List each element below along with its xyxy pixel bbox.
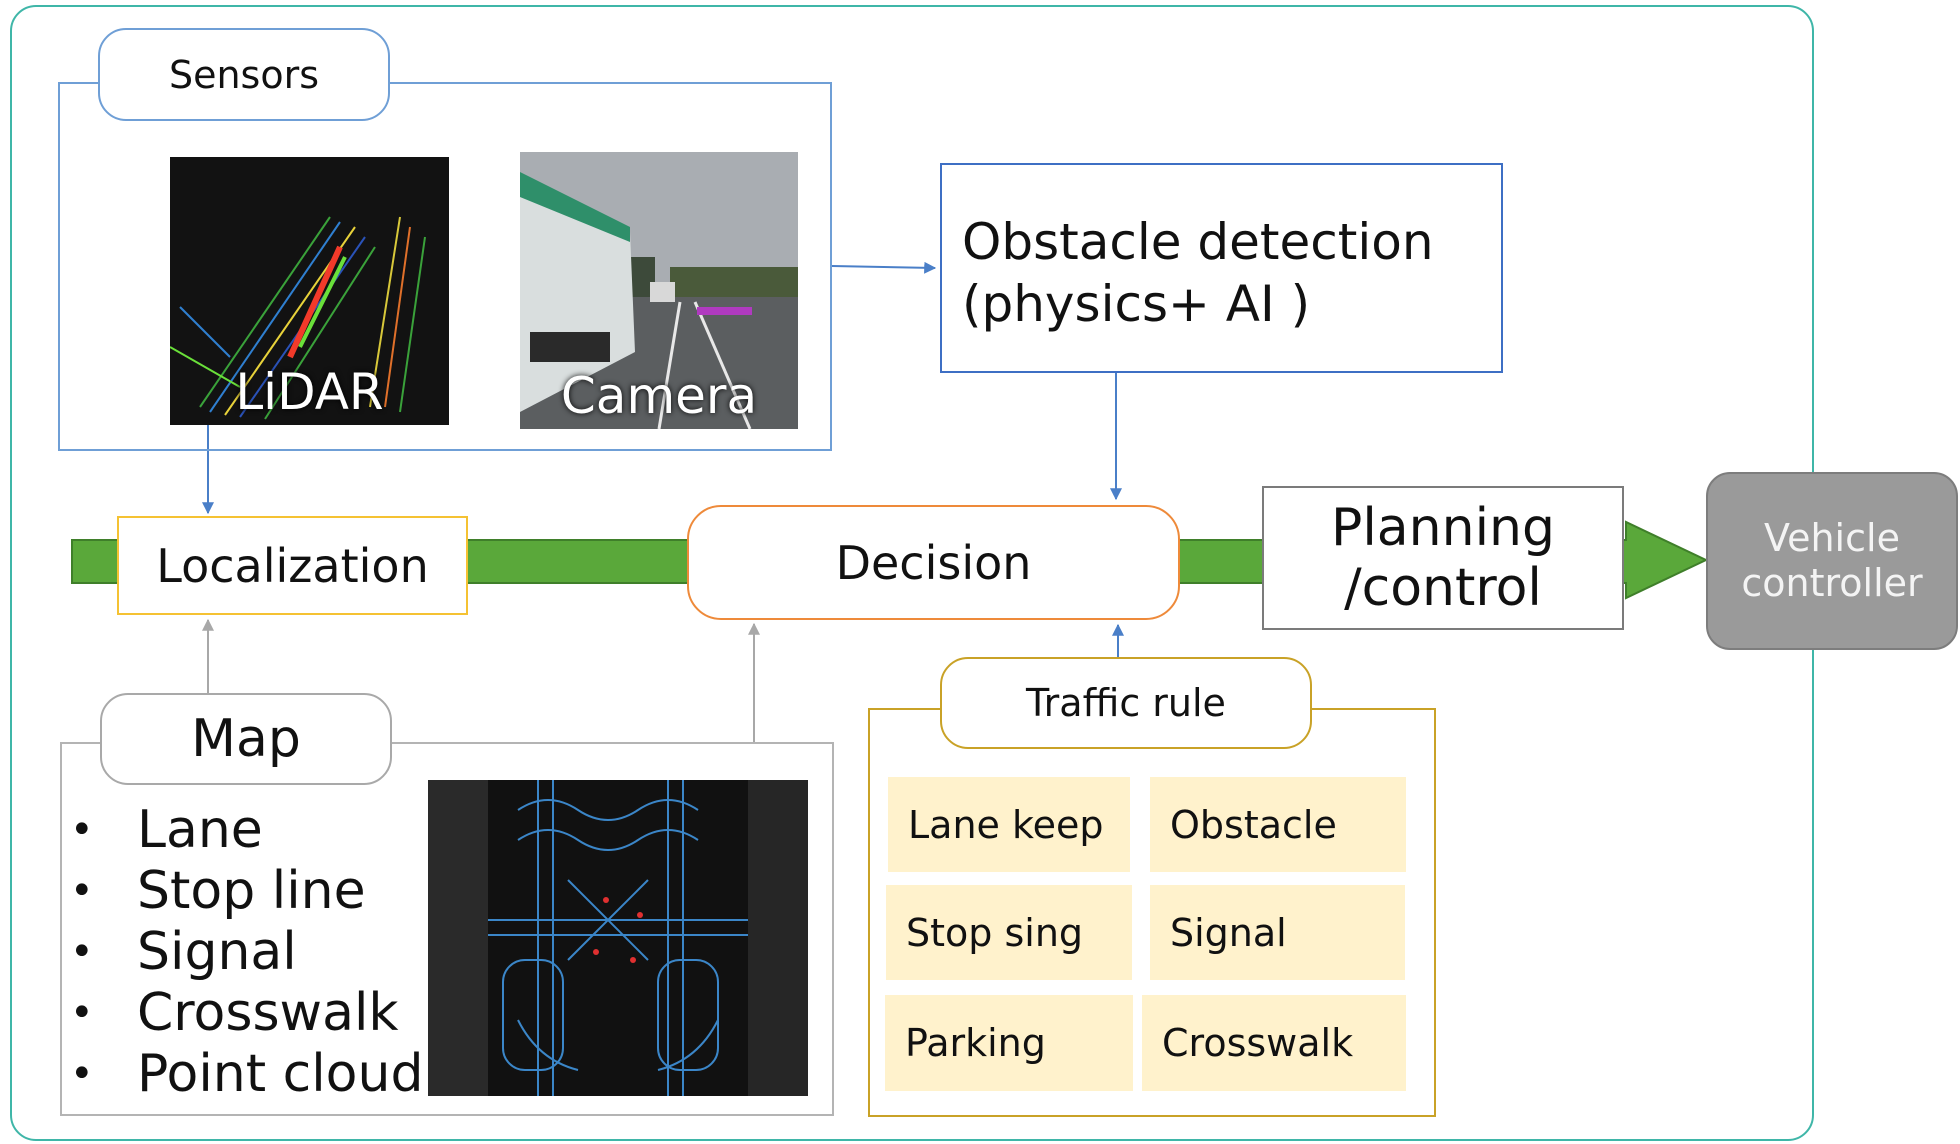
vehicle-controller-box: Vehicle controller [1706, 472, 1958, 650]
bullet-icon: • [70, 929, 94, 975]
obstacle-detection-line2: (physics+ AI ) [962, 275, 1311, 333]
sensors-frame [58, 82, 832, 451]
map-image [428, 780, 808, 1096]
vehicle-line1: Vehicle [1764, 516, 1900, 560]
bullet-icon: • [70, 807, 94, 853]
rule-lane-keep: Lane keep [888, 777, 1130, 872]
map-item-label: Crosswalk [137, 983, 399, 1043]
arrow-sensors-to-obstacle [831, 261, 937, 274]
rule-parking: Parking [885, 995, 1133, 1091]
lidar-point-cloud [170, 157, 449, 425]
rule-crosswalk: Crosswalk [1142, 995, 1406, 1091]
lidar-label: LiDAR [235, 363, 384, 421]
list-item: • Crosswalk [70, 983, 423, 1044]
bullet-icon: • [70, 990, 94, 1036]
list-item: • Signal [70, 922, 423, 983]
map-item-label: Signal [137, 922, 297, 982]
bullet-icon: • [70, 1051, 94, 1097]
localization-box: Localization [117, 516, 468, 615]
camera-image: Camera [520, 152, 798, 429]
map-item-label: Stop line [137, 861, 366, 921]
list-item: • Stop line [70, 861, 423, 922]
map-item-list: • Lane • Stop line • Signal • Crosswalk • Poi… [70, 800, 423, 1105]
vehicle-line2: controller [1741, 561, 1923, 605]
list-item: • Point cloud [70, 1044, 423, 1105]
traffic-rule-title: Traffic rule [940, 657, 1312, 749]
camera-label: Camera [560, 367, 758, 425]
camera-road-scene [520, 152, 798, 429]
decision-box: Decision [687, 505, 1180, 620]
map-item-label: Point cloud [137, 1044, 424, 1104]
rule-stop-sing: Stop sing [886, 885, 1132, 980]
rule-obstacle: Obstacle [1150, 777, 1406, 872]
map-frame [60, 742, 834, 1116]
planning-control-box: Planning /control [1262, 486, 1624, 630]
obstacle-detection-box: Obstacle detection (physics+ AI ) [940, 163, 1503, 373]
map-title: Map [100, 693, 392, 785]
obstacle-detection-line1: Obstacle detection [962, 213, 1434, 271]
rule-signal: Signal [1150, 885, 1405, 980]
map-lane-network [428, 780, 808, 1096]
bullet-icon: • [70, 868, 94, 914]
planning-line1: Planning [1331, 498, 1555, 558]
sensors-title: Sensors [98, 28, 390, 121]
lidar-image: LiDAR [170, 157, 449, 425]
list-item: • Lane [70, 800, 423, 861]
planning-line2: /control [1344, 558, 1542, 618]
map-item-label: Lane [137, 800, 263, 860]
